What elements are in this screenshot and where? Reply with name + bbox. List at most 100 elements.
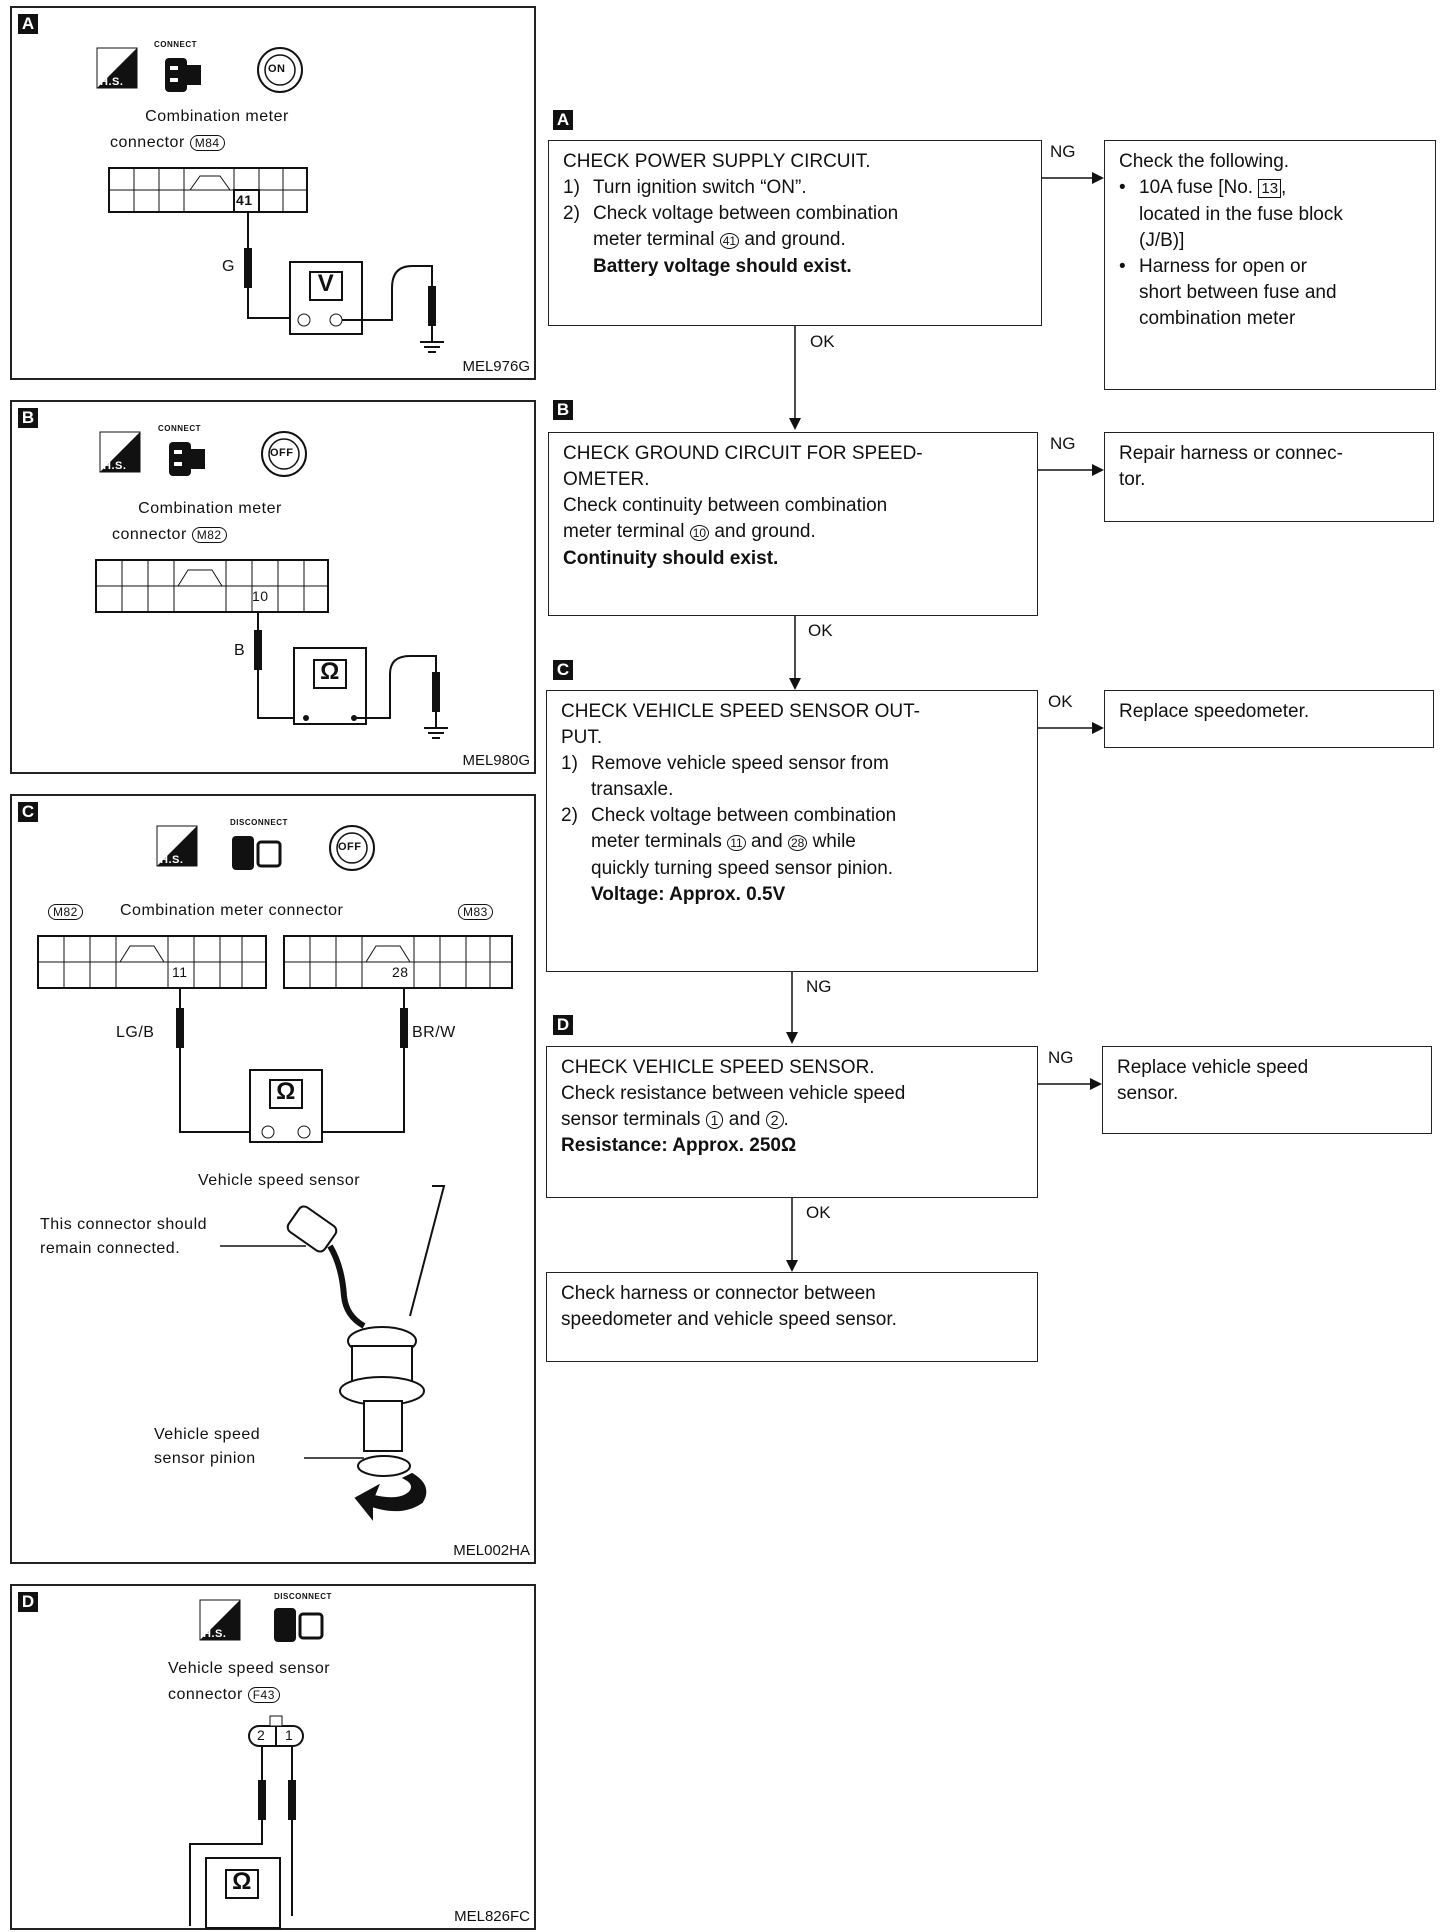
- connector-m83: [283, 935, 513, 989]
- wire-color-right: BR/W: [412, 1024, 456, 1041]
- final-line: Check harness or connector between: [561, 1283, 876, 1304]
- connector-label-line2: connector M84: [110, 134, 225, 152]
- meter-symbol: V: [317, 270, 335, 297]
- combination-meter-connector: [108, 167, 308, 213]
- ng-b-box: Repair harness or connec- tor.: [1104, 432, 1434, 522]
- final-box: Check harness or connector between speed…: [546, 1272, 1038, 1362]
- figure-code: MEL976G: [462, 358, 530, 375]
- key-position-label: OFF: [270, 447, 294, 459]
- ng-line: tor.: [1119, 469, 1146, 490]
- hs-label: H.S.: [203, 1628, 227, 1640]
- connector-code-badge: M84: [189, 135, 225, 151]
- connector-code-badge-left: M82: [48, 904, 83, 920]
- ng-line: Harness for open or: [1139, 256, 1307, 277]
- panel-d: D H.S. DISCONNECT Vehicle speed sensor c…: [10, 1584, 536, 1930]
- step-title: CHECK VEHICLE SPEED SENSOR OUT-: [561, 701, 920, 722]
- ng-line: Repair harness or connec-: [1119, 443, 1343, 464]
- step-line: Remove vehicle speed sensor from: [591, 753, 889, 774]
- ng-label-c: NG: [806, 977, 832, 996]
- ng-line: 10A fuse [No. 13,: [1139, 177, 1287, 198]
- expected-result: Resistance: Approx. 250Ω: [561, 1135, 797, 1156]
- step-line: meter terminal 10 and ground.: [563, 521, 816, 542]
- wire-color-label: G: [222, 258, 235, 275]
- expected-result: Voltage: Approx. 0.5V: [591, 884, 786, 905]
- step-line: Turn ignition switch “ON”.: [593, 177, 807, 198]
- bullet: •: [1119, 256, 1126, 277]
- expected-result: Continuity should exist.: [563, 548, 779, 569]
- hs-label: H.S.: [160, 854, 184, 866]
- list-number: 1): [563, 177, 580, 198]
- disconnect-label: DISCONNECT: [230, 818, 288, 827]
- ok-label-a: OK: [810, 332, 835, 351]
- pinion-callout-line1: Vehicle speed: [154, 1426, 261, 1443]
- ignition-key-icon: [257, 47, 303, 93]
- ok-label-d: OK: [806, 1203, 831, 1222]
- step-line: transaxle.: [591, 779, 674, 800]
- figure-code: MEL980G: [462, 752, 530, 769]
- vss-callout: Vehicle speed sensor: [198, 1172, 361, 1189]
- terminal-number: 10: [252, 588, 269, 604]
- step-title: CHECK POWER SUPPLY CIRCUIT.: [563, 151, 871, 172]
- connector-code-badge-right: M83: [458, 904, 493, 920]
- step-line: sensor terminals 1 and 2.: [561, 1109, 789, 1130]
- ng-d-box: Replace vehicle speed sensor.: [1102, 1046, 1432, 1134]
- hs-label: H.S.: [103, 460, 127, 472]
- step-tag-b: B: [553, 400, 573, 420]
- meter-symbol: Ω: [320, 658, 340, 685]
- connect-label: CONNECT: [154, 40, 198, 49]
- pinion-callout-line2: sensor pinion: [154, 1450, 256, 1467]
- panel-tag: A: [18, 14, 38, 34]
- fuse-number-badge: 13: [1258, 179, 1282, 198]
- disconnect-label: DISCONNECT: [274, 1592, 332, 1601]
- step-line: Check resistance between vehicle speed: [561, 1083, 906, 1104]
- panel-tag: C: [18, 802, 38, 822]
- step-d-box: CHECK VEHICLE SPEED SENSOR. Check resist…: [546, 1046, 1038, 1198]
- ng-line: combination meter: [1139, 308, 1296, 329]
- ng-line: (J/B)]: [1139, 230, 1185, 251]
- ng-line: short between fuse and: [1139, 282, 1337, 303]
- panel-tag: D: [18, 1592, 38, 1612]
- hs-icon: [96, 47, 138, 89]
- ground-symbol: [424, 712, 448, 739]
- ground-symbol: [420, 326, 444, 353]
- figure-code: MEL826FC: [454, 1908, 530, 1925]
- connector-note-line1: This connector should: [40, 1216, 208, 1233]
- panel-c-illustration: [37, 825, 513, 1521]
- connector-label-line1: Vehicle speed sensor: [168, 1660, 331, 1677]
- connector-m82: [37, 935, 267, 989]
- list-number: 2): [563, 203, 580, 224]
- disconnect-icon: [274, 1608, 324, 1642]
- terminal-number-1: 1: [285, 1727, 294, 1743]
- ok-label-c: OK: [1048, 692, 1073, 711]
- terminal-badge: 11: [727, 835, 746, 851]
- bullet: •: [1119, 177, 1126, 198]
- step-line: Check continuity between combination: [563, 495, 888, 516]
- ng-a-box: Check the following. •10A fuse [No. 13, …: [1104, 140, 1436, 390]
- panel-c: C: [10, 794, 536, 1564]
- connector-label: Combination meter connector: [120, 902, 344, 919]
- list-number: 1): [561, 753, 578, 774]
- connector-label-line2: connector F43: [168, 1686, 280, 1704]
- terminal-badge: 1: [705, 1111, 724, 1129]
- connector-label-line1: Combination meter: [138, 500, 282, 517]
- step-title: CHECK GROUND CIRCUIT FOR SPEED-: [563, 443, 923, 464]
- step-title: CHECK VEHICLE SPEED SENSOR.: [561, 1057, 875, 1078]
- vehicle-speed-sensor: [286, 1185, 446, 1521]
- panel-b-illustration: [95, 431, 448, 739]
- ng-title: Check the following.: [1119, 151, 1290, 172]
- ng-line: sensor.: [1117, 1083, 1179, 1104]
- terminal-badge: 41: [719, 233, 740, 249]
- step-b-box: CHECK GROUND CIRCUIT FOR SPEED- OMETER. …: [548, 432, 1038, 616]
- key-position-label: OFF: [338, 841, 362, 853]
- connector-label-line2: connector M82: [112, 526, 227, 544]
- terminal-number-left: 11: [172, 964, 188, 980]
- step-line: Check voltage between combination: [593, 203, 899, 224]
- ng-label-a: NG: [1050, 142, 1076, 161]
- step-title-cont: OMETER.: [563, 469, 650, 490]
- ng-label-d: NG: [1048, 1048, 1074, 1067]
- terminal-badge: 2: [765, 1111, 784, 1129]
- figure-code: MEL002HA: [453, 1542, 530, 1559]
- ng-label-b: NG: [1050, 434, 1076, 453]
- terminal-number-2: 2: [257, 1727, 266, 1743]
- step-a-box: CHECK POWER SUPPLY CIRCUIT. 1) Turn ignit…: [548, 140, 1042, 326]
